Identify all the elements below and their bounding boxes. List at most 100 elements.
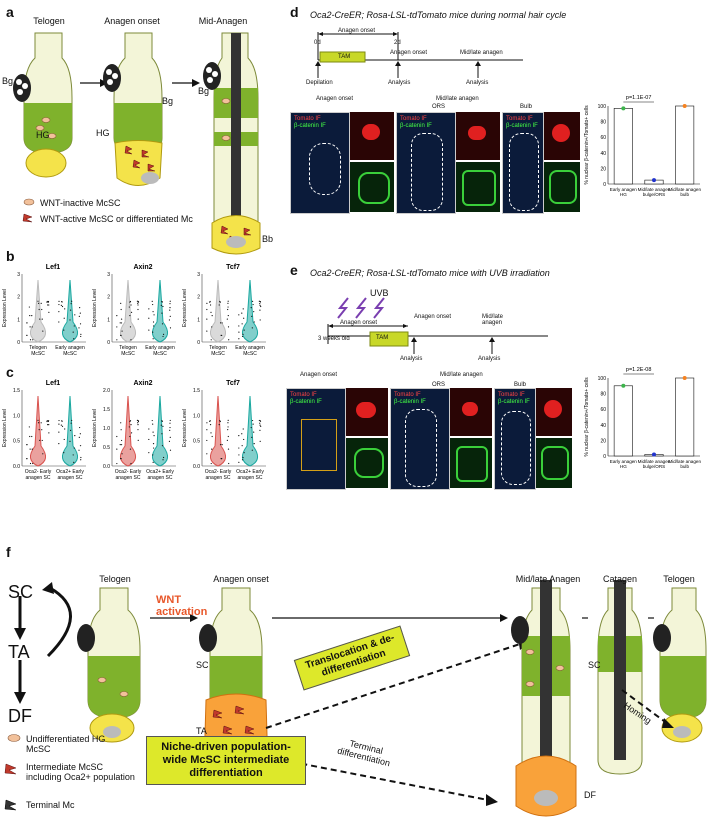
violin-group-2-1: Oca2+ Early bbox=[236, 469, 264, 475]
panel-e-tam: TAM bbox=[376, 335, 389, 341]
violin-tick-1-0: 0 bbox=[107, 340, 110, 346]
violin-point bbox=[168, 319, 171, 321]
violin-ylabel-0: Expression Level bbox=[2, 289, 8, 327]
violin-point bbox=[169, 436, 171, 438]
panel-a-legend-inactive: WNT-inactive McSC bbox=[40, 198, 121, 208]
violin-point bbox=[258, 300, 260, 302]
violin-group2-0-0: anagen SC bbox=[25, 475, 50, 481]
panel-e-inset-green-3 bbox=[536, 438, 572, 488]
bar-point-1 bbox=[652, 178, 656, 183]
violin-point bbox=[242, 428, 244, 430]
violin-ylabel-1: Expression Level bbox=[92, 289, 98, 327]
violin-point bbox=[119, 444, 121, 446]
panel-e-timeline bbox=[327, 297, 548, 354]
violin-point bbox=[151, 419, 153, 422]
violin-group-2-0: Oca2- Early bbox=[205, 469, 232, 475]
violin-point bbox=[152, 461, 154, 463]
panel-d-analysis-1: Analysis bbox=[388, 80, 411, 86]
violin-point bbox=[130, 311, 133, 313]
violin-point bbox=[80, 459, 82, 461]
violin-point bbox=[259, 429, 261, 432]
panel-d-micro-3: Tomato IF β-catenin IF bbox=[502, 112, 544, 214]
panel-f-annot-ta: TA bbox=[196, 726, 207, 736]
violin-point bbox=[64, 308, 66, 310]
violin-point bbox=[74, 435, 76, 437]
violin-point bbox=[227, 419, 229, 421]
violin-point bbox=[241, 459, 244, 461]
panel-e-micro-3: Tomato IF β-catenin IF bbox=[494, 388, 536, 490]
violin-point bbox=[29, 339, 32, 341]
violin-point bbox=[121, 453, 123, 455]
violin-point bbox=[151, 300, 153, 302]
violin-point bbox=[73, 338, 75, 340]
violin-point bbox=[29, 435, 31, 438]
bar-0 bbox=[613, 108, 633, 185]
violin-title-2: Tcf7 bbox=[226, 264, 240, 271]
violin-point bbox=[79, 433, 81, 435]
panel-a-bg-mid: Bg bbox=[198, 86, 210, 96]
violin-group2-0-0: McSC bbox=[31, 351, 45, 357]
violin-group-2-0: Telogen bbox=[209, 345, 227, 351]
violin-point bbox=[78, 449, 80, 451]
violin-point bbox=[161, 301, 164, 303]
bar-point-2 bbox=[682, 104, 687, 108]
violin-point bbox=[238, 338, 240, 340]
violin-point bbox=[130, 304, 132, 306]
panel-d-micro-1: Tomato IF β-catenin IF bbox=[290, 112, 350, 214]
violin-point bbox=[116, 326, 118, 328]
violin-title-1: Axin2 bbox=[133, 264, 152, 271]
violin-point bbox=[238, 331, 240, 333]
violin-point bbox=[137, 422, 139, 424]
violin-point bbox=[162, 456, 165, 459]
violin-title-1: Axin2 bbox=[133, 380, 152, 387]
violin-point bbox=[47, 420, 49, 423]
panel-e-span: Anagen onset bbox=[340, 320, 378, 326]
panel-d-img-bulb: Bulb bbox=[520, 104, 533, 110]
violin-group-0-1: Oca2+ Early bbox=[56, 469, 84, 475]
panel-d-title: Oca2-CreER; Rosa-LSL-tdTomato mice durin… bbox=[310, 10, 567, 20]
violin-point bbox=[162, 425, 164, 427]
panel-a-anagen-onset-follicle bbox=[103, 32, 163, 186]
violin-tick-2-0: 0 bbox=[197, 340, 200, 346]
violin-point bbox=[218, 424, 220, 426]
violin-point bbox=[72, 331, 74, 333]
panel-e-inset-green-2 bbox=[450, 438, 492, 488]
panel-e-img-anagen-onset: Anagen onset bbox=[300, 372, 338, 378]
violin-tick-1-2: 1.0 bbox=[103, 426, 110, 432]
panel-d-mid-late: Mid/late anagen bbox=[460, 50, 503, 56]
violin-point bbox=[79, 323, 82, 325]
panel-e-analysis-1: Analysis bbox=[400, 356, 423, 362]
violin-point bbox=[70, 303, 72, 305]
violin-point bbox=[211, 448, 213, 450]
violin-point bbox=[238, 325, 240, 327]
violin-point bbox=[137, 302, 139, 304]
panel-e-title: Oca2-CreER; Rosa-LSL-tdTomato mice with … bbox=[310, 268, 550, 278]
panel-d-tam: TAM bbox=[338, 54, 351, 60]
violin-point bbox=[251, 449, 253, 451]
bar-pvalue: p=1.2E-08 bbox=[626, 367, 652, 373]
panel-f-label: f bbox=[6, 544, 11, 560]
bar-point-2 bbox=[682, 376, 687, 380]
violin-point bbox=[116, 448, 118, 450]
violin-point bbox=[242, 456, 244, 459]
violin-point bbox=[63, 329, 65, 331]
violin-point bbox=[37, 419, 39, 421]
violin-point bbox=[161, 445, 164, 447]
violin-point bbox=[219, 420, 221, 422]
violin-point bbox=[78, 315, 80, 317]
violin-point bbox=[169, 303, 171, 305]
panel-e-micro-1: Tomato IF β-catenin IF bbox=[286, 388, 346, 490]
violin-point bbox=[47, 301, 49, 303]
violin-group2-0-1: anagen SC bbox=[57, 475, 82, 481]
violin-point bbox=[219, 322, 222, 324]
panel-d-label: d bbox=[290, 4, 299, 20]
violin-point bbox=[58, 419, 60, 422]
violin-point bbox=[61, 301, 63, 303]
violin-point bbox=[241, 433, 243, 435]
violin-point bbox=[32, 339, 34, 341]
violin-point bbox=[79, 312, 81, 314]
violin-point bbox=[79, 306, 81, 309]
violin-point bbox=[259, 424, 261, 426]
